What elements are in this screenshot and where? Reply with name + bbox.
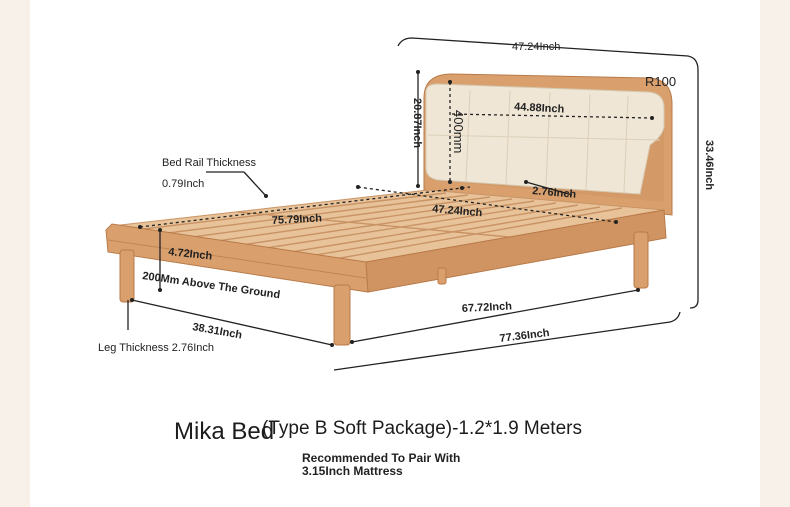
- recommendation-line-2: 3.15Inch Mattress: [302, 464, 403, 478]
- rail-thickness-value: 0.79Inch: [162, 178, 205, 190]
- product-name: Mika Bed: [174, 418, 275, 445]
- dim-side-rail-height: 4.72Inch: [168, 246, 213, 263]
- dim-headboard-pad-width: 44.88Inch: [514, 101, 565, 116]
- dimension-lines: [127, 37, 699, 371]
- dim-overall-height: 33.46Inch: [703, 140, 715, 190]
- dim-headboard-height: 20.87Inch: [411, 98, 423, 148]
- headboard: [423, 73, 673, 216]
- dim-inner-width: 47.24Inch: [432, 203, 483, 219]
- leg-thickness-label: Leg Thickness 2.76Inch: [98, 342, 214, 354]
- dim-leg-span-side: 38.31Inch: [191, 321, 243, 342]
- dim-inner-length: 75.79Inch: [272, 212, 323, 227]
- product-variant: (Type B Soft Package)-1.2*1.9 Meters: [262, 418, 582, 439]
- mattress-recommendation: Recommended To Pair With 3.15Inch Mattre…: [302, 452, 502, 478]
- dim-radius: R100: [645, 74, 676, 89]
- headboard-cushion: [425, 83, 665, 195]
- dim-leg-span-long: 67.72Inch: [462, 300, 513, 315]
- bed-legs: [119, 231, 649, 346]
- dim-headboard-post: 2.76Inch: [532, 185, 577, 201]
- dimension-dots: [130, 70, 654, 347]
- recommendation-line-1: Recommended To Pair With: [302, 451, 461, 465]
- dim-overall-width: 47.24Inch: [512, 41, 560, 53]
- dim-headboard-pad-height: 400mm: [451, 110, 466, 153]
- rail-thickness-title: Bed Rail Thickness: [162, 157, 256, 169]
